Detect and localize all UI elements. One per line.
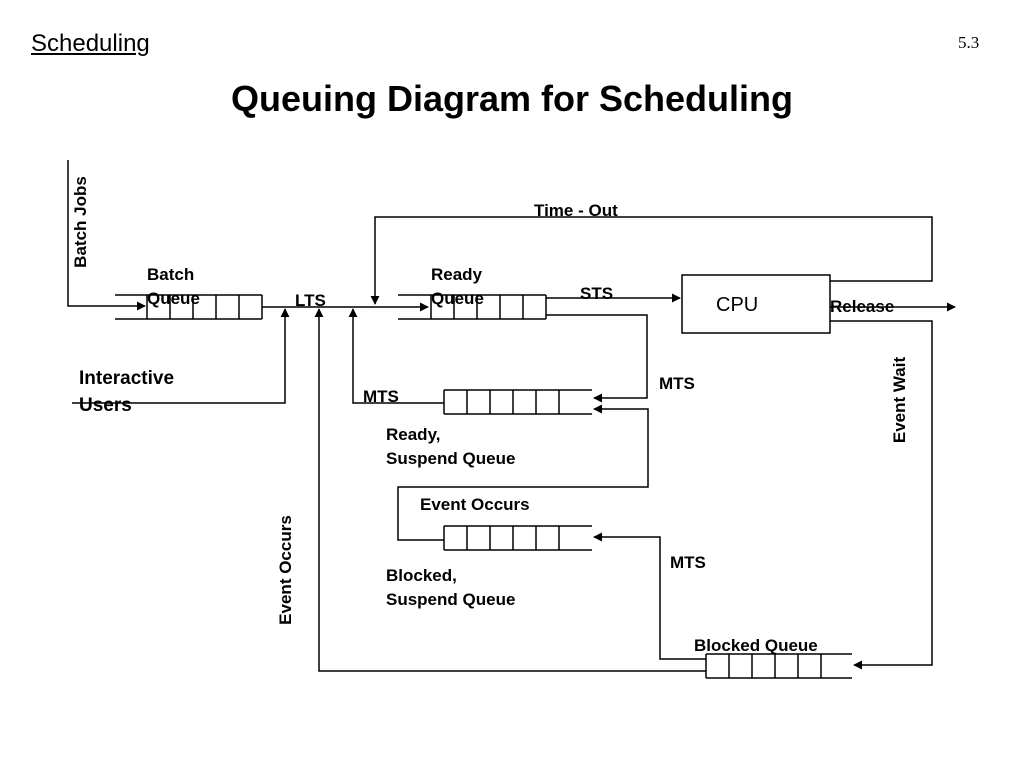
- ready-suspend-label-line1: Ready,: [386, 425, 441, 444]
- ready-queue-label-line2: Queue: [431, 289, 484, 308]
- time-out-label: Time - Out: [534, 201, 618, 220]
- event-occurs-return-line: [314, 308, 706, 672]
- event-wait-label: Event Wait: [890, 356, 909, 444]
- slide-number: 5.3: [958, 33, 980, 52]
- blocked-suspend-queue-box: [443, 525, 592, 551]
- batch-jobs-line: [67, 160, 146, 311]
- cpu-box: [681, 274, 831, 334]
- ready-queue-box: [398, 294, 547, 320]
- event-wait-line: [830, 320, 933, 670]
- mts-right-label: MTS: [659, 374, 695, 393]
- blocked-suspend-label-line1: Blocked,: [386, 566, 457, 585]
- time-out-line: [370, 216, 933, 305]
- mts-return-line: [348, 308, 444, 404]
- ready-suspend-label-line2: Suspend Queue: [386, 449, 516, 468]
- batch-queue-label-line2: Queue: [147, 289, 200, 308]
- batch-jobs-label: Batch Jobs: [71, 176, 90, 268]
- mts-bottom-label: MTS: [670, 553, 706, 572]
- batch-queue-label-line1: Batch: [147, 265, 195, 284]
- ready-to-suspend-line: [546, 314, 648, 403]
- sts-label: STS: [580, 284, 614, 303]
- ready-queue-label-line1: Ready: [431, 265, 483, 284]
- release-label: Release: [830, 297, 895, 316]
- interactive-users-label-line1: Interactive: [79, 368, 175, 389]
- interactive-users-line: [72, 308, 290, 404]
- page-title: Queuing Diagram for Scheduling: [230, 78, 794, 119]
- section-header: Scheduling: [31, 30, 150, 57]
- event-occurs-left-label: Event Occurs: [276, 515, 295, 625]
- lts-label: LTS: [295, 291, 326, 310]
- interactive-users-label-line2: Users: [79, 395, 132, 416]
- cpu-label: CPU: [716, 294, 759, 316]
- blocked-queue-box: [705, 653, 852, 679]
- blocked-queue-label: Blocked Queue: [694, 636, 818, 655]
- event-occurs-line: [397, 404, 649, 541]
- blocked-suspend-label-line2: Suspend Queue: [386, 590, 516, 609]
- blocked-to-suspend-line: [593, 532, 706, 660]
- mts-left-label: MTS: [363, 387, 399, 406]
- ready-suspend-queue-box: [443, 389, 592, 415]
- event-occurs-top-label: Event Occurs: [420, 495, 530, 514]
